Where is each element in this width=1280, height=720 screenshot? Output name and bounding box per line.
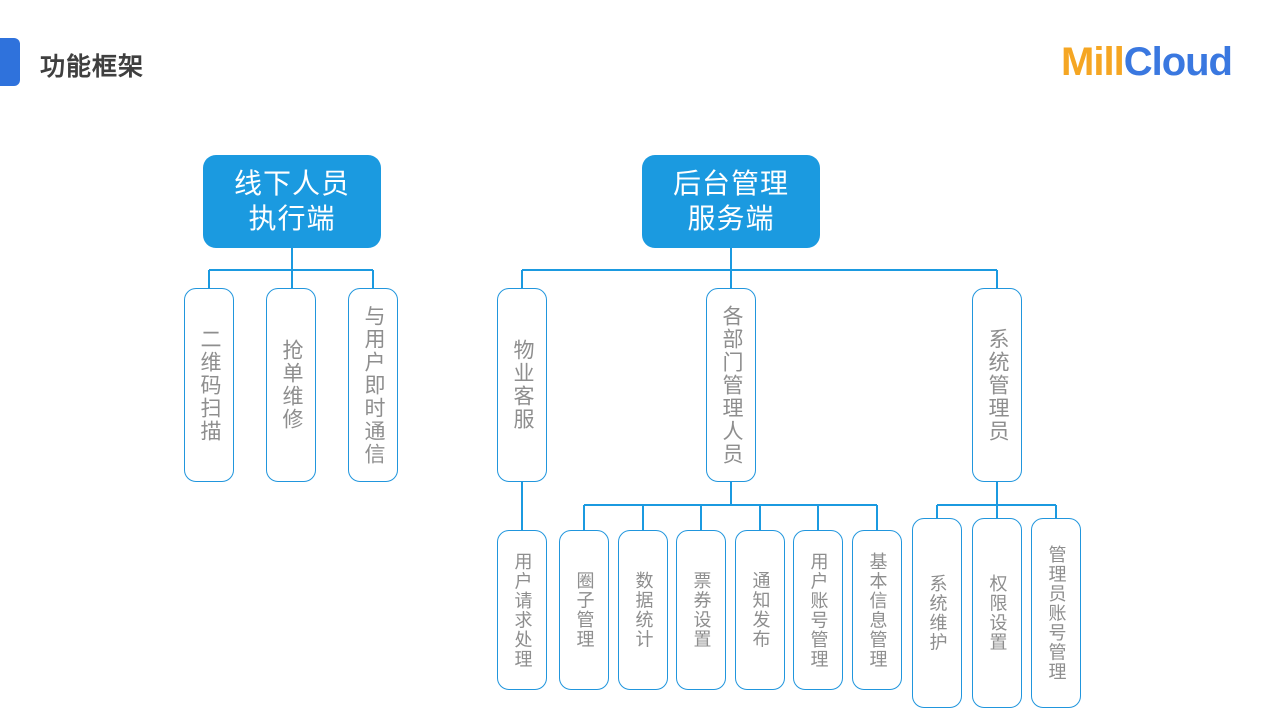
page-title: 功能框架 xyxy=(40,53,145,81)
node-label: 圈子管理 xyxy=(574,571,595,649)
node-basic-info-management[interactable]: 基本信息管理 xyxy=(852,530,902,690)
node-label: 管理员账号管理 xyxy=(1046,544,1067,682)
node-department-managers[interactable]: 各部门管理人员 xyxy=(706,288,756,482)
node-label: 通知发布 xyxy=(750,571,771,649)
node-notice-publish[interactable]: 通知发布 xyxy=(735,530,785,690)
node-root-backend[interactable]: 后台管理 服务端 xyxy=(642,155,820,248)
node-label-line2: 执行端 xyxy=(248,202,336,234)
node-label-line2: 服务端 xyxy=(687,202,775,234)
node-label: 抢单维修 xyxy=(280,339,304,431)
node-system-maintenance[interactable]: 系统维护 xyxy=(912,518,962,708)
node-label: 系统管理员 xyxy=(986,327,1010,443)
node-system-admin[interactable]: 系统管理员 xyxy=(972,288,1022,482)
node-label: 基本信息管理 xyxy=(867,551,888,669)
title-accent-bar xyxy=(0,38,20,86)
node-admin-account-management[interactable]: 管理员账号管理 xyxy=(1031,518,1081,708)
node-label: 系统维护 xyxy=(927,574,948,652)
node-label: 用户账号管理 xyxy=(808,551,829,669)
node-qr-scan[interactable]: 二维码扫描 xyxy=(184,288,234,482)
node-data-statistics[interactable]: 数据统计 xyxy=(618,530,668,690)
node-order-repair[interactable]: 抢单维修 xyxy=(266,288,316,482)
node-root-offline[interactable]: 线下人员 执行端 xyxy=(203,155,381,248)
page-header: 功能框架 MillCloud xyxy=(0,0,1280,110)
node-label: 二维码扫描 xyxy=(198,327,222,443)
node-label: 各部门管理人员 xyxy=(720,304,744,466)
node-circle-management[interactable]: 圈子管理 xyxy=(559,530,609,690)
node-label: 物业客服 xyxy=(511,339,535,431)
node-property-service[interactable]: 物业客服 xyxy=(497,288,547,482)
node-label: 数据统计 xyxy=(633,571,654,649)
node-ticket-settings[interactable]: 票券设置 xyxy=(676,530,726,690)
node-permission-settings[interactable]: 权限设置 xyxy=(972,518,1022,708)
node-label: 与用户即时通信 xyxy=(362,304,386,466)
node-user-request-handling[interactable]: 用户请求处理 xyxy=(497,530,547,690)
logo-text-cloud: Cloud xyxy=(1123,40,1233,84)
node-label: 权限设置 xyxy=(987,574,1008,652)
node-user-im[interactable]: 与用户即时通信 xyxy=(348,288,398,482)
logo-text-mill: Mill xyxy=(1061,40,1125,84)
node-label-line1: 后台管理 xyxy=(672,168,789,200)
node-label-line1: 线下人员 xyxy=(233,168,350,200)
millcloud-logo: MillCloud xyxy=(1061,40,1233,85)
node-label: 票券设置 xyxy=(691,571,712,649)
node-label: 用户请求处理 xyxy=(512,551,533,669)
node-user-account-management[interactable]: 用户账号管理 xyxy=(793,530,843,690)
